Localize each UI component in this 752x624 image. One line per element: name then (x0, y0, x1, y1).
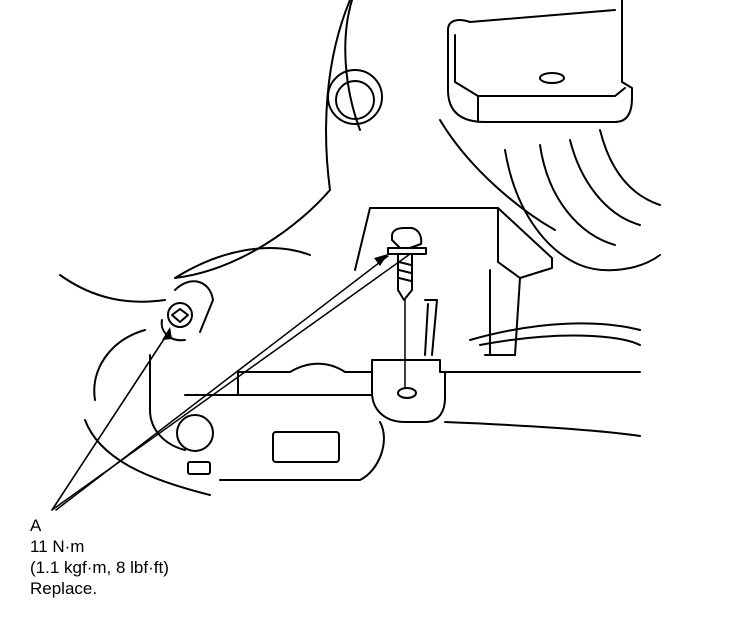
upper-right-bracket (447, 0, 633, 123)
torque-spec: 11 N·m (30, 537, 85, 556)
callout-leaders (51, 253, 411, 511)
subframe-holes (176, 414, 340, 475)
leader-arrowheads (162, 254, 388, 340)
housing-outline (59, 0, 361, 496)
replace-note: Replace. (30, 579, 98, 598)
callout-letter: A (30, 516, 42, 535)
subframe (149, 322, 641, 481)
callout-label: A 11 N·m (1.1 kgf·m, 8 lbf·ft) Replace. (30, 515, 169, 599)
right-side-body (439, 119, 661, 272)
center-bracket (354, 207, 553, 356)
mount-boss (327, 69, 383, 125)
replacement-bolt (387, 227, 427, 301)
torque-spec-alt: (1.1 kgf·m, 8 lbf·ft) (30, 558, 169, 577)
